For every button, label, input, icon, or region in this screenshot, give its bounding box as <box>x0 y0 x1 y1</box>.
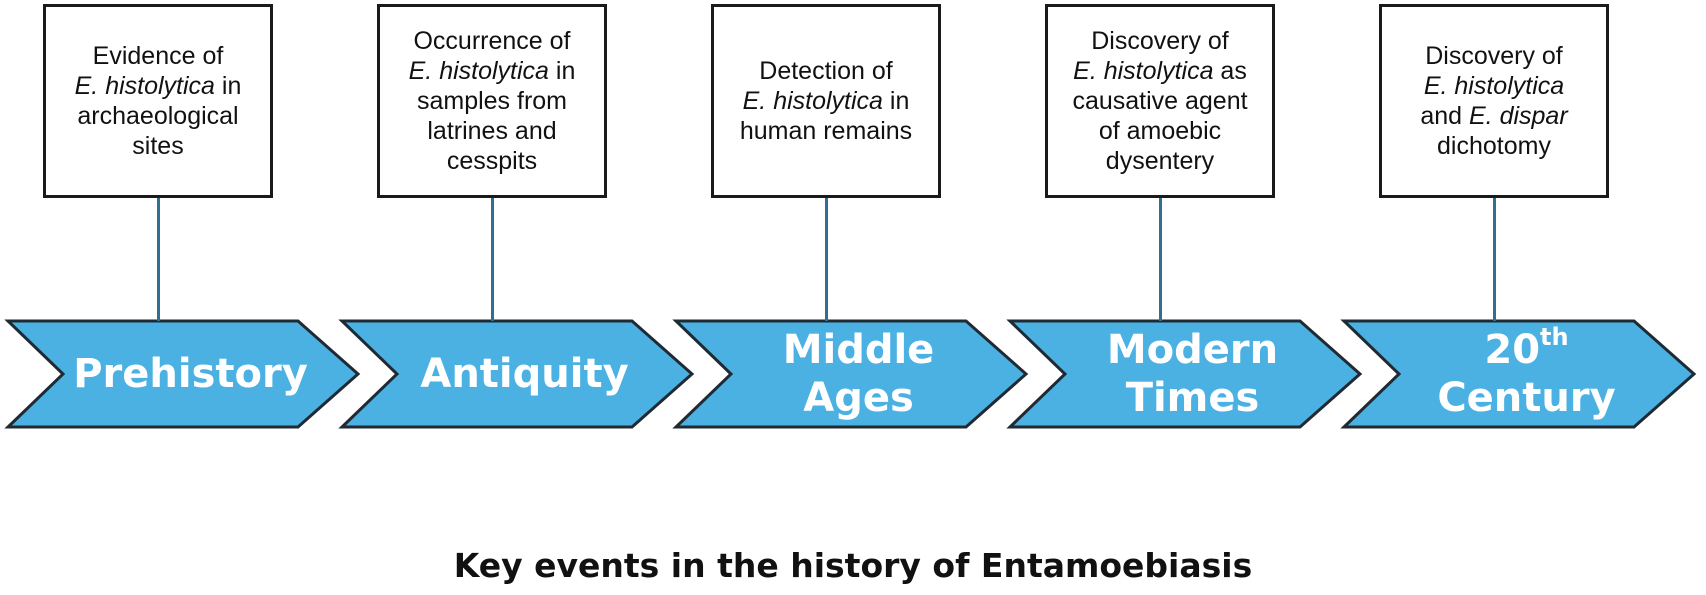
era-label-line: Antiquity <box>420 350 628 398</box>
species-name: E. histolytica <box>1423 72 1565 100</box>
event-text-segment: latrines and <box>427 117 557 145</box>
event-text-segment: as <box>1213 57 1247 85</box>
era-arrow <box>1006 319 1363 429</box>
event-text-line: Occurrence of <box>409 26 576 56</box>
event-text-line: of amoebic <box>1072 116 1247 146</box>
era-arrow <box>4 319 361 429</box>
event-text-segment: in <box>548 57 576 85</box>
event-text-segment: dysentery <box>1105 147 1215 175</box>
event-text-segment: sites <box>132 132 184 160</box>
era-label-text: 20 <box>1484 327 1541 373</box>
event-text-line: latrines and <box>409 116 576 146</box>
era-label: Prehistory <box>63 321 318 427</box>
era-label-text: Modern <box>1106 327 1279 373</box>
event-text-segment: Occurrence of <box>413 27 571 55</box>
event-text-segment: dichotomy <box>1437 132 1551 160</box>
era-arrow <box>1340 319 1697 429</box>
event-text-line: dichotomy <box>1420 131 1567 161</box>
event-text-line: Evidence of <box>75 41 242 71</box>
event-text-segment: Evidence of <box>92 42 224 70</box>
connector-line <box>1159 198 1162 321</box>
species-name: E. histolytica <box>408 57 549 85</box>
event-text-line: dysentery <box>1072 146 1247 176</box>
connector-line <box>491 198 494 321</box>
era-arrow <box>672 319 1029 429</box>
era-label-line: Century <box>1437 374 1615 422</box>
connector-line <box>157 198 160 321</box>
event-text-line: Discovery of <box>1420 41 1567 71</box>
event-text-line: sites <box>75 131 242 161</box>
event-text-line: E. histolytica in <box>409 56 576 86</box>
event-text-line: and E. dispar <box>1420 101 1567 131</box>
era-arrow <box>338 319 695 429</box>
species-name: E. histolytica <box>742 87 883 115</box>
era-label-line: Middle <box>783 326 935 374</box>
event-text-line: Detection of <box>740 56 912 86</box>
species-name: E. dispar <box>1469 102 1568 130</box>
event-text-segment: Discovery of <box>1425 42 1563 70</box>
event-text-segment: archaeological <box>77 102 239 130</box>
era-label-line: Modern <box>1107 326 1278 374</box>
event-text-line: human remains <box>740 116 912 146</box>
event-text-segment: Discovery of <box>1091 27 1229 55</box>
event-text-segment: causative agent <box>1072 87 1248 115</box>
era-label-text: Times <box>1125 375 1260 421</box>
era-label-text: Century <box>1437 375 1616 421</box>
event-text-line: E. histolytica as <box>1072 56 1247 86</box>
event-text-line: samples from <box>409 86 576 116</box>
event-text-line: archaeological <box>75 101 242 131</box>
diagram-title: Key events in the history of Entamoebias… <box>453 546 1253 585</box>
era-label-line: Times <box>1126 374 1260 422</box>
event-text-line: E. histolytica in <box>75 71 242 101</box>
event-text-segment: Detection of <box>759 57 893 85</box>
event-text-line: E. histolytica in <box>740 86 912 116</box>
era-label-line: 20th <box>1484 323 1569 374</box>
era-label-line: Ages <box>803 374 914 422</box>
era-label-text: Middle <box>782 327 935 373</box>
era-label-text: Ages <box>803 375 914 421</box>
era-label-text: Antiquity <box>420 351 629 397</box>
event-text-segment: and <box>1420 102 1469 130</box>
era-label: Antiquity <box>397 321 652 427</box>
species-name: E. histolytica <box>1073 57 1214 85</box>
event-text-line: Discovery of <box>1072 26 1247 56</box>
connector-line <box>1493 198 1496 321</box>
event-text-line: E. histolytica <box>1420 71 1567 101</box>
species-name: E. histolytica <box>74 72 215 100</box>
event-text-segment: cesspits <box>446 147 538 175</box>
event-text-segment: of amoebic <box>1098 117 1222 145</box>
event-text-segment: samples from <box>416 87 568 115</box>
era-label-line: Prehistory <box>73 350 308 398</box>
event-text-segment: in <box>882 87 910 115</box>
era-label-superscript: th <box>1540 323 1569 351</box>
event-text-line: causative agent <box>1072 86 1247 116</box>
connector-line <box>825 198 828 321</box>
event-text-segment: human remains <box>739 117 913 145</box>
era-label-text: Prehistory <box>73 351 308 397</box>
event-text-line: cesspits <box>409 146 576 176</box>
event-text-segment: in <box>214 72 242 100</box>
